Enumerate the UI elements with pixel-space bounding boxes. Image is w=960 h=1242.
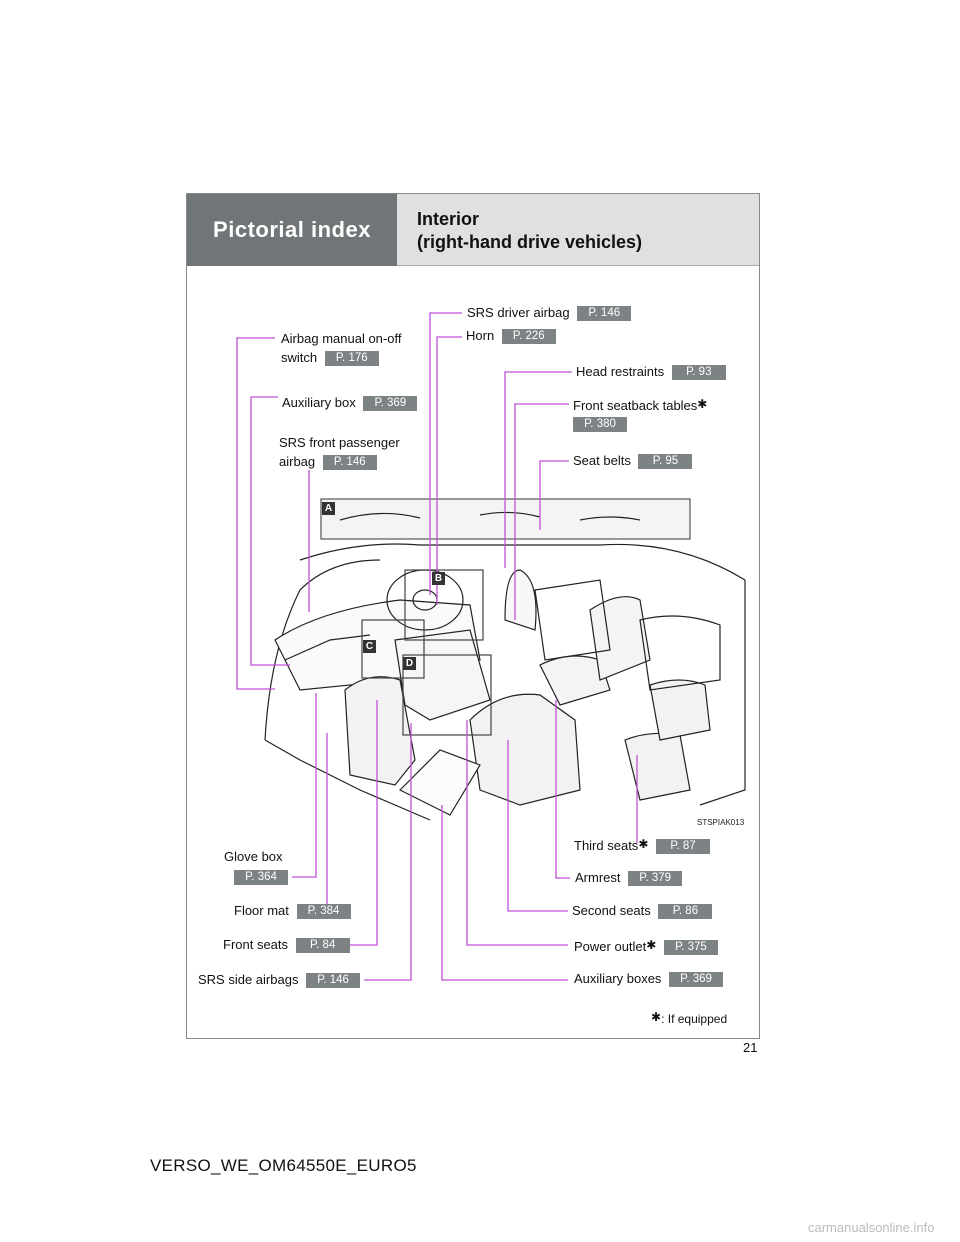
label-horn: Horn P. 226 [466, 328, 556, 345]
label-text: Third seats [574, 838, 639, 853]
page-title-line1: Interior [417, 209, 480, 229]
page-number: 21 [743, 1040, 758, 1055]
label-text: Power outlet [574, 939, 647, 954]
label-text: Front seatback tables [573, 398, 698, 413]
if-equipped-star: ✱ [638, 837, 649, 851]
label-text: Seat belts [573, 453, 631, 468]
callout-c: C [363, 640, 376, 653]
label-text: Floor mat [234, 903, 289, 918]
label-text: Auxiliary box [282, 395, 356, 410]
illustration-id: STSPIAK013 [697, 818, 745, 827]
page-ref-badge[interactable]: P. 379 [628, 871, 683, 887]
label-front-seatback-tables: Front seatback tables✱ [573, 396, 707, 414]
page-ref-badge[interactable]: P. 176 [324, 351, 379, 367]
label-glove-box-page: P. 364 [234, 869, 288, 886]
callout-a: A [322, 502, 335, 515]
page-ref-badge[interactable]: P. 146 [577, 306, 632, 322]
page-ref-badge[interactable]: P. 384 [296, 904, 351, 920]
label-text: airbag [279, 454, 316, 469]
page-ref-badge[interactable]: P. 364 [234, 870, 288, 886]
page-ref-badge[interactable]: P. 95 [638, 454, 693, 470]
label-armrest: Armrest P. 379 [575, 870, 683, 887]
label-text: Front seats [223, 937, 289, 952]
label-srs-driver-airbag: SRS driver airbag P. 146 [467, 305, 632, 322]
page-title-line2: (right-hand drive vehicles) [417, 232, 643, 252]
label-text: SRS driver airbag [467, 305, 570, 320]
label-text: SRS side airbags [198, 972, 299, 987]
label-glove-box: Glove box [224, 849, 283, 864]
if-equipped-star: ✱ [651, 1010, 662, 1024]
label-seat-belts: Seat belts P. 95 [573, 453, 693, 470]
label-head-restraints: Head restraints P. 93 [576, 364, 726, 381]
page-title: Interior (right-hand drive vehicles) [397, 194, 759, 266]
label-text: Auxiliary boxes [574, 971, 662, 986]
label-auxiliary-boxes: Auxiliary boxes P. 369 [574, 971, 724, 988]
label-power-outlet: Power outlet✱ P. 375 [574, 937, 718, 956]
label-front-seats: Front seats P. 84 [223, 937, 350, 954]
if-equipped-star: ✱ [697, 397, 708, 411]
page-ref-badge[interactable]: P. 84 [295, 938, 350, 954]
page-ref-badge[interactable]: P. 375 [663, 940, 718, 956]
label-text: Armrest [575, 870, 621, 885]
label-second-seats: Second seats P. 86 [572, 903, 713, 920]
label-srs-side-airbags: SRS side airbags P. 146 [198, 972, 361, 989]
label-airbag-switch-line1: Airbag manual on-off [281, 331, 402, 346]
callout-d: D [403, 657, 416, 670]
page-ref-badge[interactable]: P. 369 [669, 972, 724, 988]
callout-b: B [432, 572, 445, 585]
page-ref-badge[interactable]: P. 86 [658, 904, 713, 920]
label-third-seats: Third seats✱ P. 87 [574, 836, 710, 855]
page-ref-badge[interactable]: P. 146 [306, 973, 361, 989]
label-floor-mat: Floor mat P. 384 [234, 903, 351, 920]
footnote-text: : If equipped [661, 1012, 728, 1026]
if-equipped-star: ✱ [646, 938, 657, 952]
label-text: Horn [466, 328, 495, 343]
watermark: carmanualsonline.info [808, 1220, 935, 1235]
label-srs-front-passenger: airbag P. 146 [279, 454, 377, 471]
page-ref-badge[interactable]: P. 369 [363, 396, 418, 412]
label-airbag-switch: switch P. 176 [281, 350, 379, 367]
document-footer: VERSO_WE_OM64550E_EURO5 [150, 1156, 417, 1175]
label-text: switch [281, 350, 318, 365]
label-front-seatback-tables-page: P. 380 [573, 416, 627, 433]
footnote: ✱: If equipped [651, 1009, 727, 1027]
label-srs-front-passenger-line1: SRS front passenger [279, 435, 400, 450]
page-ref-badge[interactable]: P. 226 [501, 329, 556, 345]
page-ref-badge[interactable]: P. 380 [573, 417, 627, 433]
section-title: Pictorial index [187, 194, 397, 266]
page-ref-badge[interactable]: P. 87 [656, 839, 710, 855]
label-text: Head restraints [576, 364, 665, 379]
page-ref-badge[interactable]: P. 93 [671, 365, 726, 381]
page-ref-badge[interactable]: P. 146 [322, 455, 377, 471]
label-text: Second seats [572, 903, 651, 918]
label-auxiliary-box: Auxiliary box P. 369 [282, 395, 418, 412]
